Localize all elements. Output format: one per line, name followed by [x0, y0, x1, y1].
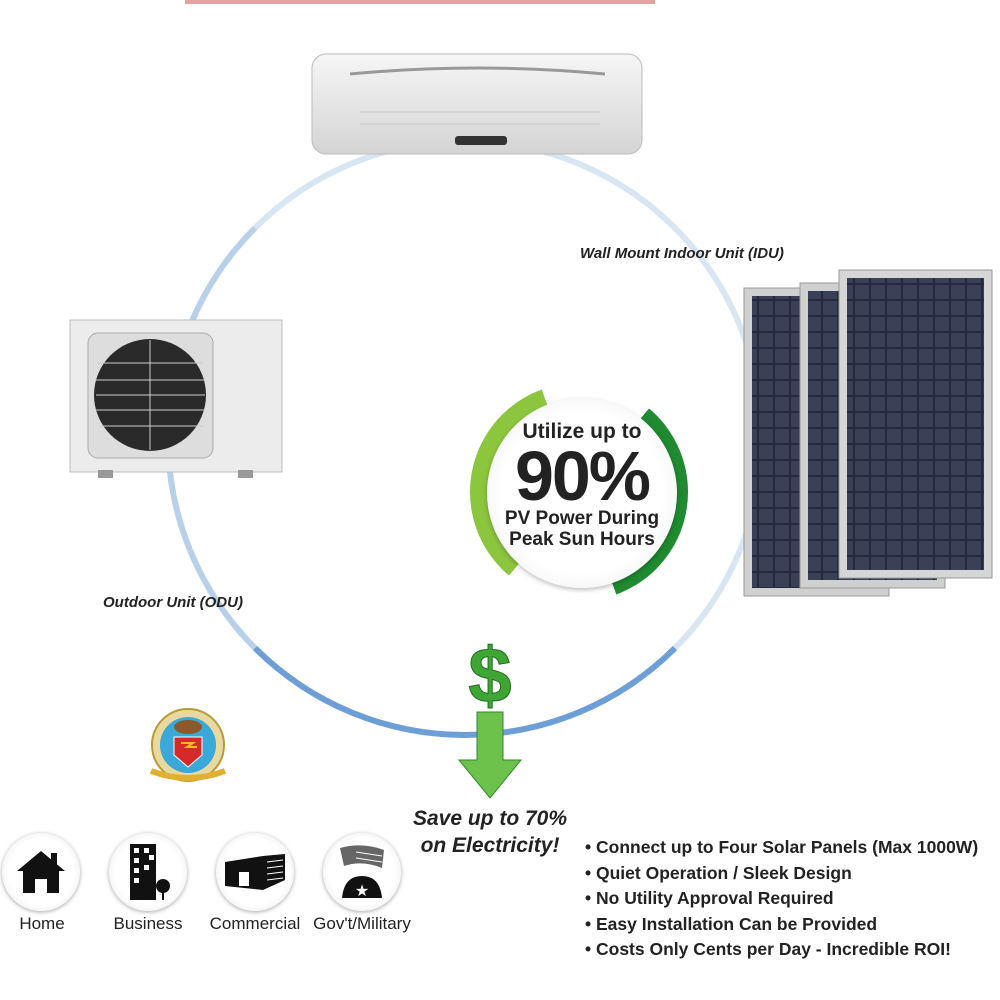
badge-line3: Peak Sun Hours	[509, 529, 655, 550]
feature-item: Quiet Operation / Sleek Design	[585, 861, 978, 887]
california-energy-commission-seal	[143, 705, 233, 787]
segment-business: Business	[109, 833, 208, 934]
savings-line2: on Electricity!	[420, 834, 560, 857]
indoor-unit-image	[310, 52, 645, 160]
feature-list: Connect up to Four Solar Panels (Max 100…	[585, 835, 978, 963]
svg-text:$: $	[468, 631, 511, 719]
segment-commercial: Commercial	[210, 833, 315, 934]
segment-label: Commercial	[209, 914, 301, 933]
house-icon	[2, 833, 80, 911]
badge-percent: 90%	[514, 437, 651, 515]
savings-line1: Save up to 70%	[412, 807, 568, 830]
feature-item: Connect up to Four Solar Panels (Max 100…	[585, 835, 978, 861]
dollar-down-arrow-icon: $	[455, 630, 525, 800]
svg-text:★: ★	[355, 883, 369, 900]
idu-label: Wall Mount Indoor Unit (IDU)	[580, 245, 784, 262]
badge-line1: Utilize up to	[522, 420, 642, 443]
warehouse-icon	[216, 833, 294, 911]
segment-label: Business	[113, 914, 183, 933]
segment-military: ★ Gov't/Military	[313, 833, 422, 934]
feature-item: Costs Only Cents per Day - Incredible RO…	[585, 937, 978, 963]
odu-label: Outdoor Unit (ODU)	[103, 594, 243, 611]
pv-utilization-badge: Utilize up to 90% PV Power During Peak S…	[487, 398, 677, 588]
savings-text: Save up to 70% on Electricity!	[400, 805, 580, 859]
flag-helmet-icon: ★	[323, 833, 401, 911]
office-building-icon	[109, 833, 187, 911]
feature-item: No Utility Approval Required	[585, 886, 978, 912]
segment-label: Home	[19, 914, 65, 933]
badge-line2: PV Power During	[504, 508, 660, 529]
segment-home: Home	[2, 833, 102, 934]
solar-panels-image	[742, 268, 1000, 598]
feature-item: Easy Installation Can be Provided	[585, 912, 978, 938]
title-banner-cropped	[185, 0, 655, 4]
outdoor-unit-image	[68, 318, 284, 483]
segment-label: Gov't/Military	[313, 914, 411, 933]
